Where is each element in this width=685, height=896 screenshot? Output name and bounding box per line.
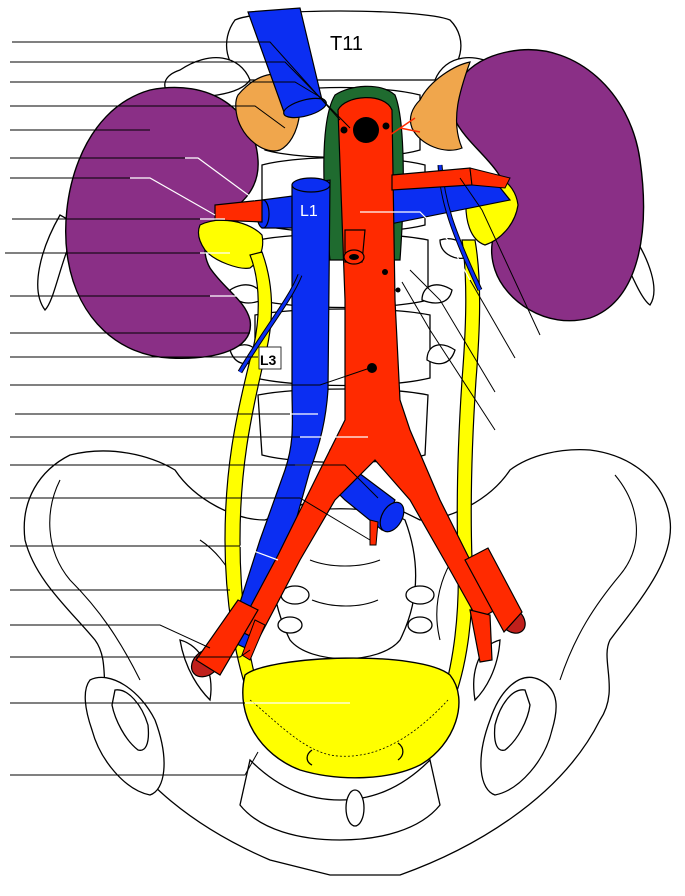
- vertebra-label-l3: L3: [260, 352, 277, 368]
- vertebra-label-t11: T11: [330, 33, 363, 55]
- vertebra-label-l1: L1: [300, 203, 318, 220]
